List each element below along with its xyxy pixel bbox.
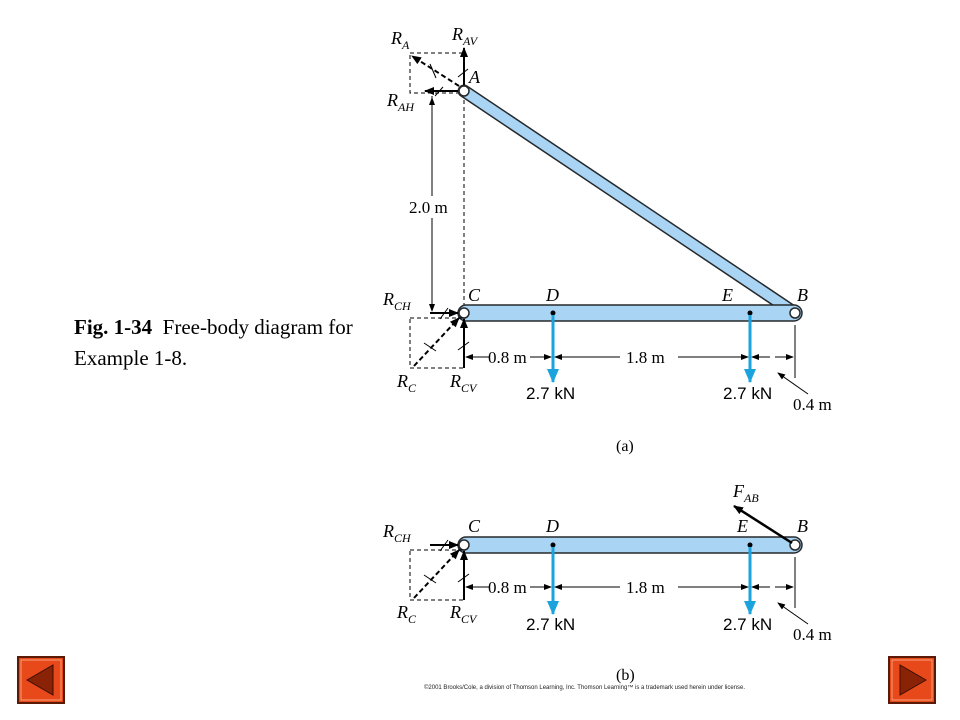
copyright-notice: ©2001 Brooks/Cole, a division of Thomson…	[424, 685, 746, 691]
rc-label-b: RC	[396, 602, 417, 626]
dim-eb-leader	[777, 372, 809, 395]
next-slide-button[interactable]	[888, 656, 936, 704]
rc-label: RC	[396, 371, 417, 395]
point-b-label-b: B	[797, 516, 808, 536]
dim-de: 1.8 m	[626, 348, 665, 367]
ra-tick	[429, 63, 437, 79]
point-e-label-b: E	[736, 516, 748, 536]
rcv-label: RCV	[449, 371, 478, 395]
point-c-label-b: C	[468, 516, 481, 536]
dim-eb-leader-b	[777, 602, 809, 625]
fab-label: FAB	[732, 481, 759, 505]
pin-a	[458, 85, 470, 97]
point-d-label-b: D	[545, 516, 559, 536]
point-a-label: A	[468, 67, 481, 87]
rc-component-box	[409, 317, 465, 369]
pin-b	[789, 307, 801, 319]
triangle-left-icon	[17, 656, 65, 704]
rcv-tick	[457, 341, 470, 351]
point-e-dot	[747, 310, 753, 316]
figure-number: Fig. 1-34	[74, 315, 153, 339]
dim-de-b: 1.8 m	[626, 578, 665, 597]
rch-label-b: RCH	[382, 521, 412, 545]
dim-cd-b: 0.8 m	[488, 578, 527, 597]
point-d-dot-b	[550, 542, 556, 548]
point-c-label: C	[468, 285, 481, 305]
rch-tick	[439, 307, 449, 320]
dim-cd: 0.8 m	[488, 348, 527, 367]
load-e-label: 2.7 kN	[723, 384, 772, 403]
rav-tick	[457, 68, 469, 78]
point-e-label: E	[721, 285, 733, 305]
rav-label: RAV	[451, 24, 479, 48]
point-b-label: B	[797, 285, 808, 305]
rch-label: RCH	[382, 289, 412, 313]
point-e-dot-b	[747, 542, 753, 548]
point-d-dot	[550, 310, 556, 316]
rc-tick	[423, 342, 437, 352]
panel-a: 2.0 m 0.8 m 1.8 m 0.4 m 2.7 kN 2.7 kN A …	[382, 24, 832, 455]
pin-c-b	[458, 539, 470, 551]
figure-caption: Fig. 1-34 Free-body diagram for Example …	[74, 312, 364, 374]
rc-arrow	[413, 317, 460, 367]
panel-a-label: (a)	[616, 438, 634, 455]
fab-arrow	[733, 504, 793, 545]
load-e-label-b: 2.7 kN	[723, 615, 772, 634]
load-d-label: 2.7 kN	[526, 384, 575, 403]
rcv-label-b: RCV	[449, 602, 478, 626]
panel-b: FAB 0.8 m 1.8 m 0.4 m 2.7 kN 2.7 kN C D …	[382, 481, 832, 684]
height-label: 2.0 m	[409, 198, 448, 217]
load-d-label-b: 2.7 kN	[526, 615, 575, 634]
panel-b-label: (b)	[616, 667, 635, 684]
triangle-right-icon	[888, 656, 936, 704]
ra-arrow	[411, 55, 460, 87]
rc-component-box-b	[409, 549, 465, 601]
member-ab	[459, 86, 800, 318]
dim-eb: 0.4 m	[793, 395, 832, 414]
pin-b-b	[789, 539, 801, 551]
rah-tick	[434, 86, 444, 97]
previous-slide-button[interactable]	[17, 656, 65, 704]
ra-label: RA	[390, 28, 410, 52]
rah-label: RAH	[386, 90, 415, 114]
figure-caption-text: Free-body diagram for Example 1-8.	[74, 315, 353, 370]
pin-c	[458, 307, 470, 319]
point-d-label: D	[545, 285, 559, 305]
rc-arrow-b	[413, 549, 460, 599]
dim-eb-b: 0.4 m	[793, 625, 832, 644]
